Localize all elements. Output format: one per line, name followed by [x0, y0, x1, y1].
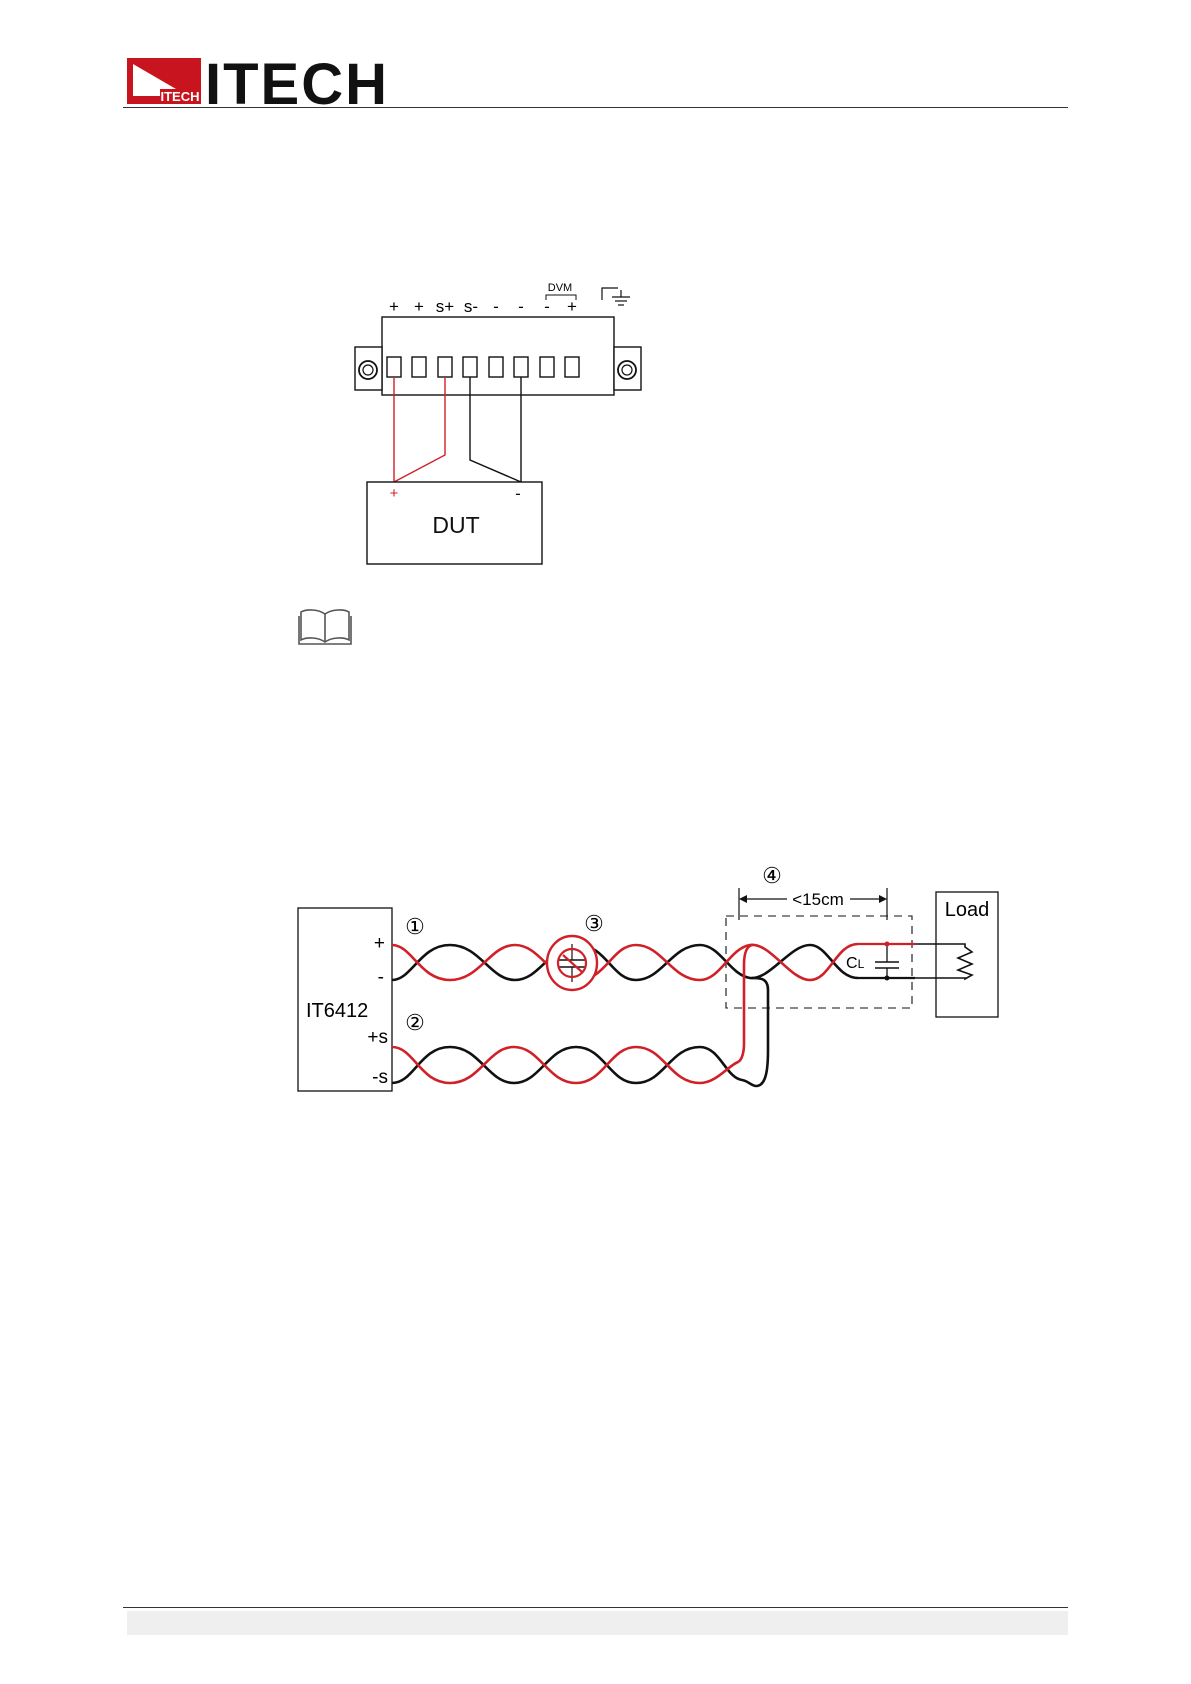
terminal-label-3: s+: [436, 297, 455, 316]
ground-icon: [602, 288, 630, 305]
figure-remote-sense: IT6412 + - +s -s ① ② ③ ④ <15cm: [290, 860, 1000, 1100]
dvm-label: DVM: [548, 282, 572, 294]
pin-minus: -: [378, 967, 384, 988]
terminal-block: [382, 317, 614, 395]
marker-4: ④: [762, 863, 782, 888]
no-capacitor-icon: [547, 936, 597, 990]
logo-badge-text: ITECH: [161, 89, 200, 104]
marker-2: ②: [405, 1010, 425, 1035]
load-leads: [915, 944, 938, 978]
logo-badge: ITECH: [127, 58, 201, 104]
pin-sense-plus: +s: [367, 1027, 388, 1048]
header-divider: [123, 107, 1068, 108]
footer-band: [127, 1611, 1068, 1635]
terminal-label-7: -: [544, 297, 550, 316]
book-icon: [296, 606, 354, 650]
sense-wire-black: [392, 978, 768, 1086]
marker-1: ①: [405, 914, 425, 939]
terminal-label-2: +: [414, 297, 424, 316]
terminal-label-1: +: [389, 297, 399, 316]
dut-label: DUT: [432, 512, 479, 538]
terminal-label-4: s-: [464, 297, 478, 316]
header: ITECH ITECH: [0, 0, 1191, 110]
source-label: IT6412: [306, 1000, 368, 1022]
pin-sense-minus: -s: [372, 1067, 388, 1088]
mounting-ear-left: [355, 347, 382, 390]
output-wire-red: [392, 944, 858, 980]
mounting-ear-right: [614, 347, 641, 390]
marker-3: ③: [584, 911, 604, 936]
note-icon-wrapper: [296, 606, 354, 650]
dut-plus-label: +: [390, 485, 399, 502]
cap-label: CL: [846, 955, 865, 972]
terminal-label-5: -: [493, 297, 499, 316]
terminal-label-6: -: [518, 297, 524, 316]
output-wire-black: [392, 945, 858, 980]
pin-plus: +: [374, 933, 385, 954]
distance-label: <15cm: [792, 890, 844, 909]
dut-minus-label: -: [515, 484, 521, 503]
logo-wordmark: ITECH: [205, 52, 389, 110]
itech-logo: ITECH ITECH: [0, 0, 1191, 110]
figure-terminal-wiring: + + s+ s- - - - + DVM: [340, 270, 670, 580]
load-label: Load: [945, 899, 990, 921]
footer-divider: [123, 1607, 1068, 1608]
